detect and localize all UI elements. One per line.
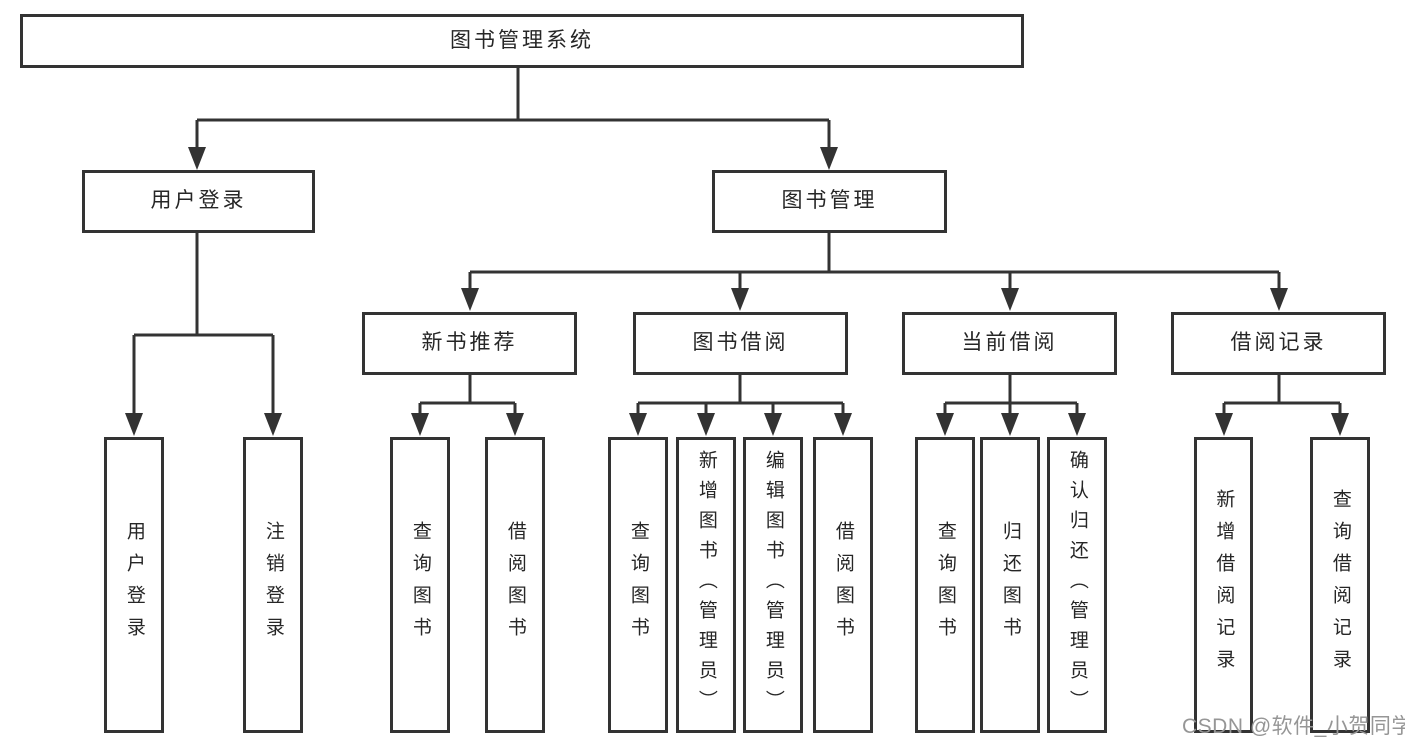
leaf-records-query-borrow-record: 查询借阅记录 [1310, 437, 1370, 733]
leaf-records-add-borrow-record: 新增借阅记录 [1194, 437, 1253, 733]
node-user-login: 用户登录 [82, 170, 315, 233]
leaf-recommend-query-books: 查询图书 [390, 437, 450, 733]
leaf-user-login: 用户登录 [104, 437, 164, 733]
leaf-borrow-borrow-books: 借阅图书 [813, 437, 873, 733]
node-current-borrow: 当前借阅 [902, 312, 1117, 375]
leaf-recommend-borrow-books: 借阅图书 [485, 437, 545, 733]
leaf-logout-login: 注销登录 [243, 437, 303, 733]
leaf-borrow-add-books-admin: 新增图书（管理员） [676, 437, 736, 733]
leaf-current-return-books: 归还图书 [980, 437, 1040, 733]
leaf-borrow-query-books: 查询图书 [608, 437, 668, 733]
node-book-management: 图书管理 [712, 170, 947, 233]
node-new-book-recommend: 新书推荐 [362, 312, 577, 375]
node-root-library-management-system: 图书管理系统 [20, 14, 1024, 68]
node-borrow-records: 借阅记录 [1171, 312, 1386, 375]
leaf-borrow-edit-books-admin: 编辑图书（管理员） [743, 437, 803, 733]
leaf-current-confirm-return-admin: 确认归还（管理员） [1047, 437, 1107, 733]
node-book-borrow: 图书借阅 [633, 312, 848, 375]
csdn-watermark: CSDN @软件_小贺同学 [1182, 715, 1405, 738]
leaf-current-query-books: 查询图书 [915, 437, 975, 733]
